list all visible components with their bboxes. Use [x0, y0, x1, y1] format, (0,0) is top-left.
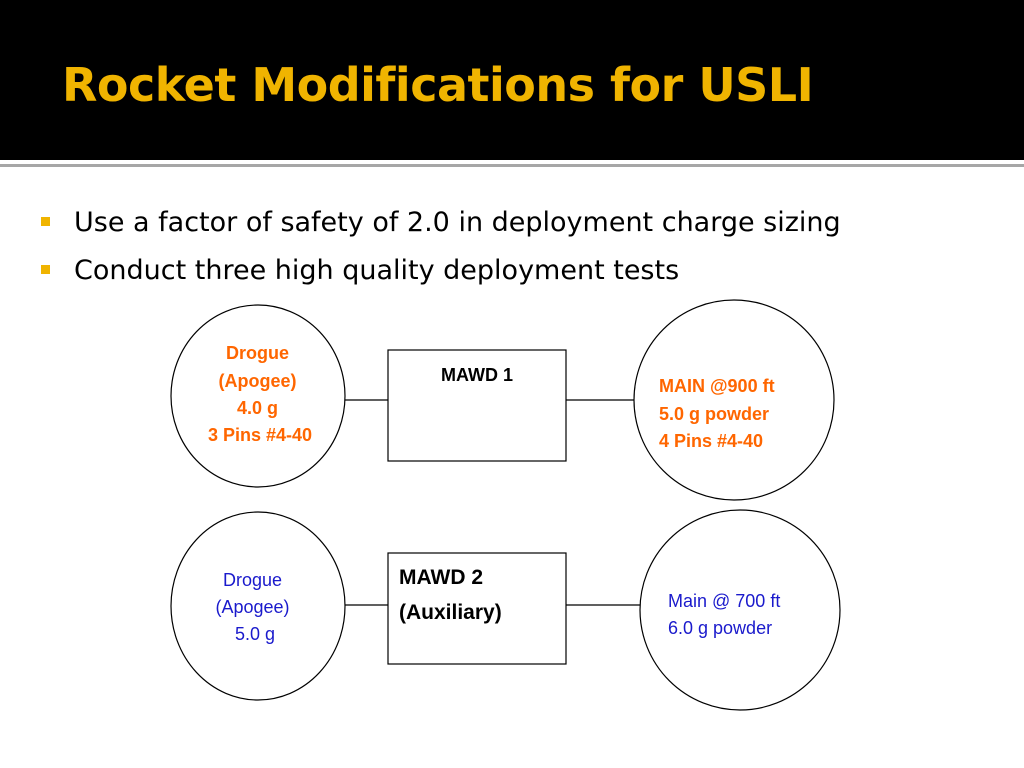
title-divider — [0, 160, 1024, 164]
main-charge-circle — [633, 299, 835, 501]
slide-title: Rocket Modifications for USLI — [62, 58, 814, 112]
mawd-1-box — [387, 349, 567, 462]
bullet-text: Conduct three high quality deployment te… — [74, 255, 680, 286]
main-charge-circle — [639, 509, 841, 711]
square-bullet-icon — [41, 265, 50, 274]
drogue-1-label: Drogue (Apogee) 4.0 g 3 Pins #4-40 — [208, 343, 312, 445]
mawd-2-label: MAWD 2 (Auxiliary) — [399, 566, 502, 624]
drogue-charge-circle — [170, 304, 346, 488]
drogue-charge-circle — [170, 511, 346, 701]
bullet-text: Use a factor of safety of 2.0 in deploym… — [74, 207, 841, 238]
main-1-label: MAIN @900 ft 5.0 g powder 4 Pins #4-40 — [659, 376, 780, 451]
bullet-list: Use a factor of safety of 2.0 in deploym… — [40, 203, 841, 299]
mawd-1-label: MAWD 1 — [441, 365, 513, 385]
drogue-2-label: Drogue (Apogee) 5.0 g — [215, 570, 294, 644]
bullet-item: Use a factor of safety of 2.0 in deploym… — [40, 203, 841, 251]
square-bullet-icon — [41, 217, 50, 226]
mawd-2-box — [387, 552, 567, 665]
main-2-label: Main @ 700 ft 6.0 g powder — [668, 591, 785, 638]
bullet-item: Conduct three high quality deployment te… — [40, 251, 841, 299]
title-band — [0, 0, 1024, 160]
title-divider-shadow — [0, 164, 1024, 167]
